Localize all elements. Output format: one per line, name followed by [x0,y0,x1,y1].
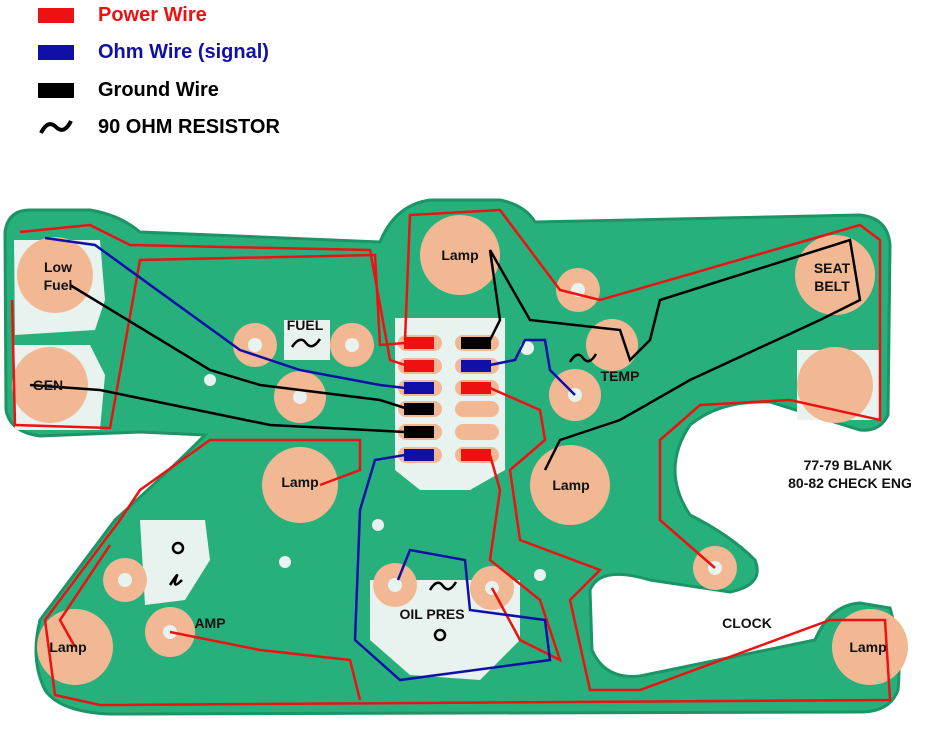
ohm-pin [461,360,491,372]
ground-wire [29,383,406,434]
ground-wire [69,283,406,410]
connector-pad [455,424,499,440]
ground-pin [461,337,491,349]
label-gen: GEN [33,377,63,393]
ohm-pin [404,449,434,461]
connector [398,335,499,463]
ohm-wire [489,338,576,396]
power-wire [58,544,112,648]
label-check-engine: 77-79 BLANK [804,457,893,473]
label-lamp: Lamp [552,477,589,493]
legend-label: Ground Wire [98,78,219,101]
ground-wire-swatch [38,82,74,98]
ground-pin [404,426,434,438]
label-seat-belt: BELT [814,278,850,294]
ground-wire [488,238,862,471]
legend-resistor: 90 OHM RESISTOR [38,115,280,139]
power-wire [403,208,882,569]
ground-pin [404,403,434,415]
power-pin [461,382,491,394]
resistor-icon [428,581,458,591]
resistor-icons [168,338,598,642]
ohm-wire [44,236,406,390]
label-clock: CLOCK [722,615,772,631]
legend-label: Power Wire [98,3,207,26]
ohm-wire [353,453,552,682]
indicator-circle [171,541,185,555]
board-labels: Low Fuel GEN FUEL Lamp SEAT BELT TEMP La… [33,247,912,655]
power-pin [404,360,434,372]
legend-ground: Ground Wire [38,78,219,102]
label-lamp: Lamp [849,639,886,655]
wires [10,208,892,707]
indicator-circle [433,628,447,642]
label-lamp: Lamp [441,247,478,263]
resistor-icon [290,338,322,348]
legend-ohm: Ohm Wire (signal) [38,40,269,64]
label-oil-pres: OIL PRES [399,606,464,622]
power-wire [43,386,892,707]
legend-power: Power Wire [38,3,207,27]
resistor-icon [168,573,183,586]
ohm-pin [404,382,434,394]
power-wire-swatch [38,7,74,23]
mounting-holes [118,283,722,639]
ohm-wire-swatch [38,44,74,60]
label-low-fuel: Fuel [44,277,73,293]
resistor-icon [39,120,73,134]
power-wire [488,454,563,663]
label-lamp: Lamp [49,639,86,655]
resistor-icon [568,353,598,363]
label-temp: TEMP [601,368,640,384]
label-check-engine: 80-82 CHECK ENG [788,475,912,491]
label-seat-belt: SEAT [814,260,851,276]
connector-pad [455,401,499,417]
power-pin [404,337,434,349]
label-amp: AMP [194,615,225,631]
label-lamp: Lamp [281,474,318,490]
power-wire [10,253,406,430]
power-pin [461,449,491,461]
power-wire [19,223,406,367]
label-fuel: FUEL [287,317,324,333]
power-wire [169,630,362,701]
legend-label: 90 OHM RESISTOR [98,115,280,138]
legend-label: Ohm Wire (signal) [98,40,269,63]
label-low-fuel: Low [44,259,72,275]
